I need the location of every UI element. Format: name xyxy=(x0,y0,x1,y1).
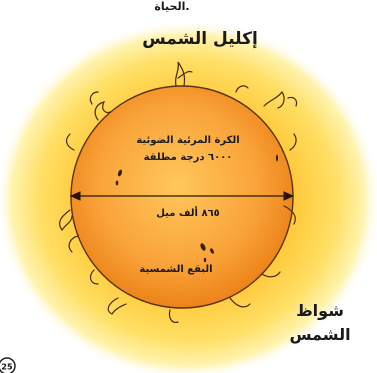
sunspots-label: البقع الشمسية xyxy=(139,264,212,275)
prominences-label-line1: شواظ xyxy=(296,301,344,320)
corona-label: إكليل الشمس xyxy=(142,29,258,49)
page-number-badge: 25 xyxy=(0,358,15,373)
sunspot xyxy=(204,258,206,262)
sunspot xyxy=(276,155,278,162)
header-text: الحياة. xyxy=(154,0,189,13)
prominences-label-line2: الشمس xyxy=(289,325,350,344)
sunspot xyxy=(116,181,119,186)
temperature-label: ٦٠٠٠ درجة مطلقة xyxy=(144,152,233,163)
photosphere-label: الكرة المرئية الضوئية xyxy=(136,135,239,146)
diameter-label: ٨٦٥ ألف ميل xyxy=(156,206,220,219)
page-number: 25 xyxy=(1,363,13,372)
